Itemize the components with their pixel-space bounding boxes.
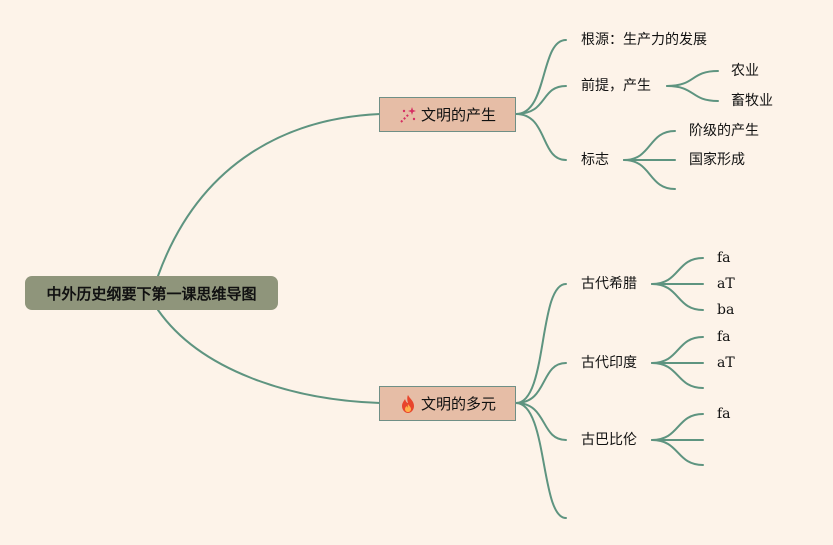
connector-india-leaf1 — [651, 336, 704, 364]
connector-branch1-child3 — [515, 113, 567, 161]
leaf-greece-3[interactable]: ba — [717, 302, 735, 318]
connector-branch2-child2 — [515, 362, 567, 404]
leaf-animal-husbandry[interactable]: 畜牧业 — [731, 93, 773, 109]
connector-greece-leaf1 — [651, 257, 704, 285]
subtopic-marker[interactable]: 标志 — [581, 152, 609, 168]
connector-babylon-leaf1 — [651, 413, 704, 441]
subtopic-ancient-greece[interactable]: 古代希腊 — [581, 276, 637, 292]
leaf-agriculture[interactable]: 农业 — [731, 63, 759, 79]
branch-topic-label: 文明的产生 — [420, 106, 496, 124]
subtopic-premise[interactable]: 前提，产生 — [581, 78, 651, 94]
fire-icon — [399, 394, 417, 413]
connector-qianti-leaf2 — [666, 85, 719, 102]
connector-root-branch2 — [157, 309, 381, 404]
subtopic-babylon[interactable]: 古巴比伦 — [581, 432, 637, 448]
branch-topic-civilization-origin[interactable]: 文明的产生 — [379, 97, 516, 132]
subtopic-root-cause[interactable]: 根源：生产力的发展 — [581, 32, 707, 48]
root-topic-label: 中外历史纲要下第一课思维导图 — [46, 284, 257, 303]
connector-branch1-child1 — [515, 39, 567, 115]
connector-biaozhi-leaf1 — [623, 130, 676, 161]
connector-qianti-leaf1 — [666, 70, 719, 87]
leaf-class-emergence[interactable]: 阶级的产生 — [689, 123, 759, 139]
leaf-greece-1[interactable]: fa — [717, 250, 731, 266]
branch-topic-civilization-diversity[interactable]: 文明的多元 — [379, 386, 516, 421]
root-topic[interactable]: 中外历史纲要下第一课思维导图 — [25, 276, 278, 310]
leaf-india-2[interactable]: aT — [717, 355, 735, 371]
connector-branch1-child2 — [515, 85, 567, 115]
connector-india-leaf3 — [651, 362, 704, 389]
connector-branch2-child3 — [515, 402, 567, 441]
magic-wand-sparkle-icon — [399, 106, 417, 124]
connector-branch2-child1 — [515, 283, 567, 404]
leaf-state-formation[interactable]: 国家形成 — [689, 152, 745, 168]
connector-biaozhi-leaf3 — [623, 159, 676, 190]
branch-topic-label: 文明的多元 — [420, 395, 496, 413]
leaf-india-1[interactable]: fa — [717, 329, 731, 345]
connector-greece-leaf3 — [651, 283, 704, 311]
connector-root-branch1 — [157, 113, 381, 277]
connector-branch2-child4 — [515, 402, 567, 519]
leaf-greece-2[interactable]: aT — [717, 276, 735, 292]
subtopic-ancient-india[interactable]: 古代印度 — [581, 355, 637, 371]
connector-babylon-leaf3 — [651, 439, 704, 466]
leaf-babylon-1[interactable]: fa — [717, 406, 731, 422]
